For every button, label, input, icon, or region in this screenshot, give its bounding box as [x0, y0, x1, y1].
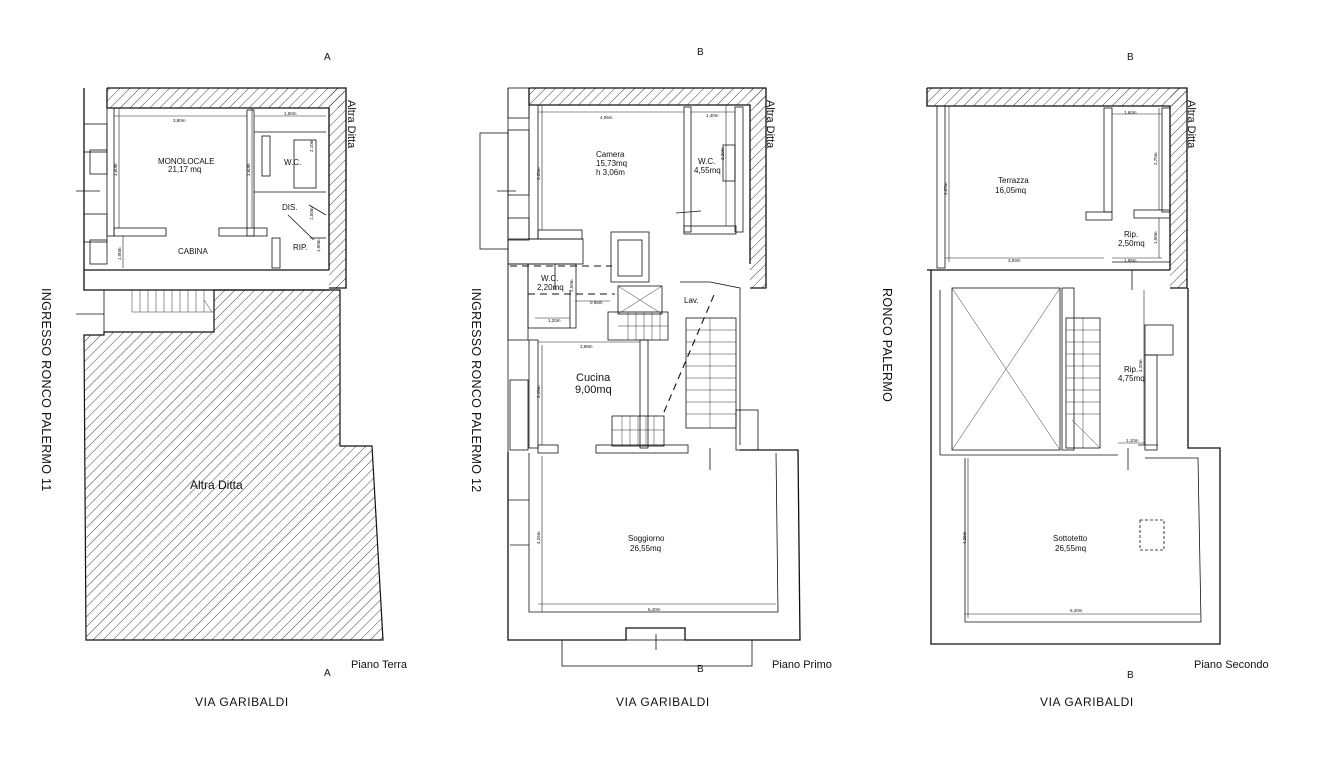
room-dis-ground: DIS. — [282, 203, 298, 212]
side-label-second: RONCO PALERMO — [880, 288, 894, 402]
dim-second-3: 4,05m — [943, 182, 948, 195]
dim-first-5: 2,50m — [569, 279, 574, 292]
street-label-ground: VIA GARIBALDI — [195, 695, 289, 709]
dim-first-3: 3,20m — [536, 167, 541, 180]
dim-second-9: 4,25m — [962, 531, 967, 544]
room-camera-area: 15,73mq — [596, 159, 627, 168]
dim-second-2: 2,75m — [1153, 152, 1158, 165]
dim-ground-2: 1,60m — [284, 111, 297, 116]
neighbor-label-second: Altra Ditta — [1185, 100, 1197, 149]
dim-second-10: 6,40m — [1070, 608, 1083, 613]
dim-second-1: 1,60m — [1124, 110, 1137, 115]
section-b-bottom-first: B — [697, 664, 704, 675]
room-soggiorno-name: Soggiorno — [628, 534, 665, 543]
dim-ground-5: 2,10m — [309, 139, 314, 152]
dim-ground-8: 1,00m — [316, 239, 321, 252]
room-wc-first-2-area: 2,20mq — [537, 283, 564, 292]
room-camera-height: h 3,06m — [596, 168, 625, 177]
room-wc-ground: W.C. — [284, 158, 301, 167]
room-cabina: CABINA — [178, 247, 208, 256]
room-monolocale-area: 21,17 mq — [168, 165, 201, 174]
dim-first-10: 4,25m — [536, 531, 541, 544]
side-label-ground: INGRESSO RONCO PALERMO 11 — [39, 288, 53, 492]
floor-title-ground: Piano Terra — [351, 659, 408, 671]
section-b-top-first: B — [697, 47, 704, 58]
room-terrazza-area: 16,05mq — [995, 186, 1026, 195]
room-soggiorno-area: 26,55mq — [630, 544, 661, 553]
dim-second-5: 1,95m — [1124, 258, 1137, 263]
first-floor-plan: Camera 15,73mq h 3,06m W.C. 4,55mq W.C. … — [479, 87, 801, 667]
room-rip-second-2: Rip. — [1124, 365, 1138, 374]
dim-ground-6: 1,50m — [309, 207, 314, 220]
neighbor-label-first: Altra Ditta — [764, 100, 776, 149]
ground-floor-plan: MONOLOCALE 21,17 mq W.C. DIS. RIP. CABIN… — [76, 87, 384, 641]
section-a-top: A — [324, 52, 331, 63]
room-wc-first-1-area: 4,55mq — [694, 166, 721, 175]
street-label-first: VIA GARIBALDI — [616, 695, 710, 709]
dim-ground-3: 3,60m — [113, 163, 118, 176]
room-rip-second-1: Rip. — [1124, 230, 1138, 239]
street-label-second: VIA GARIBALDI — [1040, 695, 1134, 709]
dim-first-7: 1,20m — [548, 318, 561, 323]
dim-ground-4: 3,60m — [246, 163, 251, 176]
room-monolocale-name: MONOLOCALE — [158, 157, 214, 166]
dim-first-4: 3,20m — [720, 147, 725, 160]
room-sottotetto-name: Sottotetto — [1053, 534, 1088, 543]
dim-first-6: 0,95m — [590, 300, 603, 305]
room-rip-ground: RIP. — [293, 243, 308, 252]
dim-first-9: 3,10m — [536, 385, 541, 398]
side-label-first: INGRESSO RONCO PALERMO 12 — [469, 288, 483, 493]
section-b-top-second: B — [1127, 52, 1134, 63]
room-wc-first-2: W.C. — [541, 274, 558, 283]
dim-second-8: 1,10m — [1126, 438, 1139, 443]
floor-title-second: Piano Secondo — [1194, 659, 1269, 671]
room-altra-ditta-ground: Altra Ditta — [190, 478, 243, 492]
room-rip-second-2-area: 4,75mq — [1118, 374, 1145, 383]
dim-first-2: 1,40m — [706, 113, 719, 118]
neighbor-label-ground: Altra Ditta — [345, 100, 357, 149]
second-floor-plan: Terrazza 16,05mq Rip. 2,50mq Rip. 4,75mq… — [926, 87, 1221, 645]
section-a-bottom: A — [324, 668, 331, 679]
dim-second-6: 1,00m — [1153, 231, 1158, 244]
dim-first-1: 4,05m — [600, 115, 613, 120]
room-sottotetto-area: 26,55mq — [1055, 544, 1086, 553]
room-terrazza-name: Terrazza — [998, 176, 1029, 185]
room-lav: Lav. — [684, 296, 699, 305]
dim-second-7: 4,20m — [1138, 359, 1143, 372]
dim-ground-1: 3,80m — [173, 118, 186, 123]
dim-second-4: 3,93m — [1008, 258, 1021, 263]
room-cucina-area: 9,00mq — [575, 384, 612, 396]
dim-ground-7: 1,00m — [117, 247, 122, 260]
room-cucina-name: Cucina — [576, 372, 611, 384]
room-rip-second-1-area: 2,50mq — [1118, 239, 1145, 248]
section-b-bottom-second: B — [1127, 670, 1134, 681]
room-camera-name: Camera — [596, 150, 625, 159]
dim-first-8: 3,88m — [580, 344, 593, 349]
floor-title-first: Piano Primo — [772, 659, 832, 671]
room-wc-first-1: W.C. — [698, 157, 715, 166]
dim-first-11: 6,40m — [648, 607, 661, 612]
